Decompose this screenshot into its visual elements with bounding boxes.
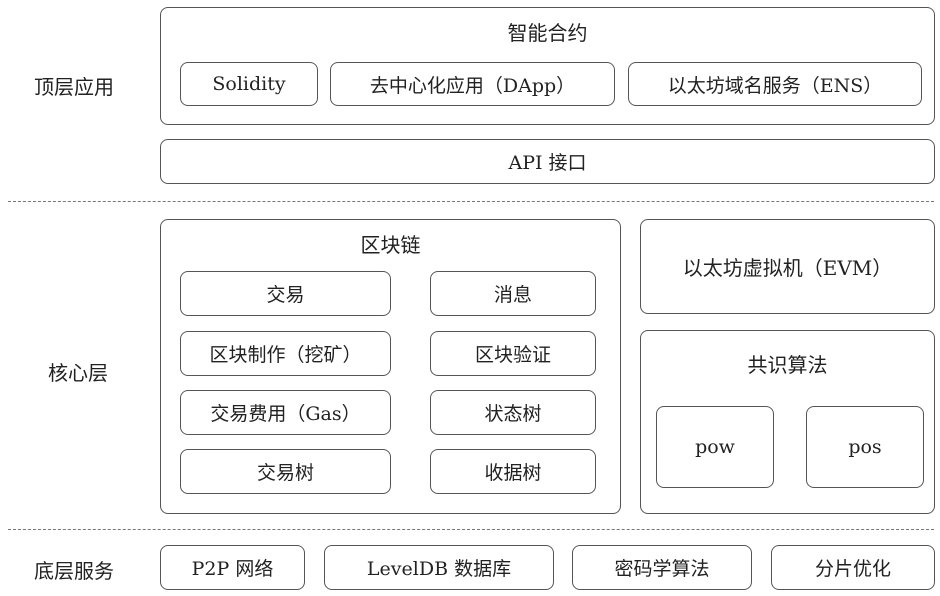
consensus-item-label: pos (848, 436, 882, 458)
blockchain-item-label: 收据树 (484, 462, 542, 484)
blockchain-item-mining: 区块制作（挖矿） (180, 331, 391, 376)
item-solidity-label: Solidity (212, 73, 286, 95)
layer-label-bottom: 底层服务 (34, 559, 114, 583)
service-p2p: P2P 网络 (160, 545, 305, 590)
blockchain-item-label: 区块制作（挖矿） (209, 344, 362, 366)
smart-contract-title: 智能合约 (507, 20, 588, 45)
service-label: P2P 网络 (191, 558, 274, 580)
layer-label-top: 顶层应用 (34, 75, 114, 99)
item-dapp-label: 去中心化应用（DApp） (369, 74, 576, 97)
blockchain-item-label: 交易树 (256, 462, 314, 484)
blockchain-item-block-verify: 区块验证 (430, 331, 596, 376)
service-label: 分片优化 (814, 558, 891, 580)
blockchain-item-label: 状态树 (484, 403, 542, 425)
consensus-item-label: pow (695, 436, 735, 458)
item-ens-label: 以太坊域名服务（ENS） (667, 74, 883, 97)
service-cryptography: 密码学算法 (572, 545, 752, 590)
separator-top (8, 201, 934, 202)
item-dapp: 去中心化应用（DApp） (330, 62, 615, 106)
consensus-item-pow: pow (656, 406, 774, 488)
api-interface-label: API 接口 (508, 152, 587, 174)
blockchain-item-label: 区块验证 (474, 344, 551, 366)
blockchain-item-gas: 交易费用（Gas） (180, 390, 391, 435)
service-label: 密码学算法 (614, 558, 710, 580)
item-ens: 以太坊域名服务（ENS） (628, 62, 922, 106)
blockchain-item-label: 交易费用（Gas） (210, 403, 361, 425)
api-interface: API 接口 (160, 139, 935, 184)
blockchain-item-state-tree: 状态树 (430, 390, 596, 435)
blockchain-item-receipt-tree: 收据树 (430, 449, 596, 494)
service-label: LevelDB 数据库 (366, 558, 512, 580)
blockchain-title: 区块链 (360, 232, 421, 257)
consensus-title: 共识算法 (747, 352, 828, 377)
blockchain-item-transaction-tree: 交易树 (180, 449, 391, 494)
evm-box: 以太坊虚拟机（EVM） (640, 219, 935, 314)
separator-bottom (8, 529, 934, 530)
item-solidity: Solidity (180, 62, 318, 106)
blockchain-item-label: 消息 (493, 284, 532, 306)
service-sharding: 分片优化 (771, 545, 935, 590)
blockchain-item-message: 消息 (430, 271, 596, 316)
blockchain-item-label: 交易 (266, 284, 305, 306)
consensus-item-pos: pos (806, 406, 924, 488)
layer-label-core: 核心层 (48, 361, 108, 385)
blockchain-item-transaction: 交易 (180, 271, 391, 316)
service-leveldb: LevelDB 数据库 (324, 545, 554, 590)
evm-label: 以太坊虚拟机（EVM） (682, 256, 893, 280)
